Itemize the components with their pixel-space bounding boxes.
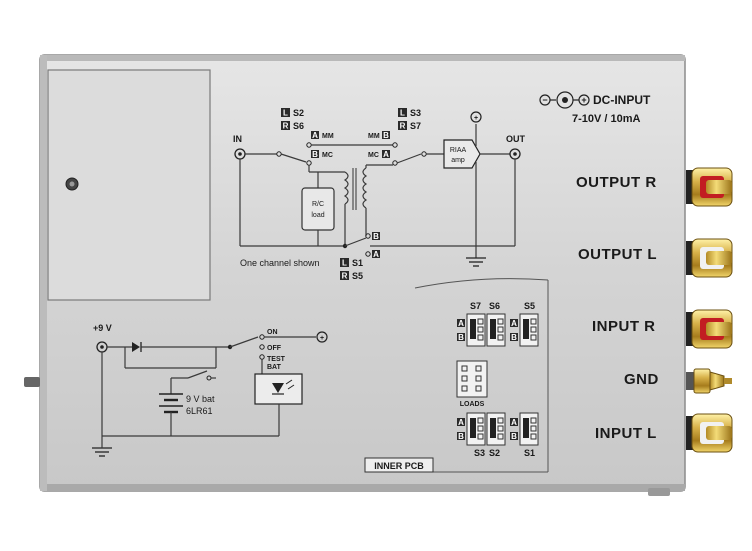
jumper-block-s2[interactable]	[486, 412, 506, 446]
pcb-s5-label: S5	[524, 301, 535, 311]
battery-line1: 9 V bat	[186, 394, 215, 404]
tag-l-s3: L	[400, 109, 405, 118]
pcb-tag-a-top-r: A	[511, 319, 517, 328]
door-screw-head	[69, 181, 75, 187]
input-l-label: INPUT L	[595, 425, 657, 442]
foot-right	[648, 488, 670, 496]
s3-label: S3	[410, 108, 421, 118]
riaa-supply-plus: +	[474, 115, 478, 122]
rc-load-line2: load	[311, 212, 324, 219]
dc-input-spec: 7-10V / 10mA	[572, 113, 641, 125]
inner-pcb-label: INNER PCB	[374, 461, 424, 471]
tag-b-mm-right: B	[383, 131, 389, 140]
jumper-block-s3[interactable]	[466, 412, 486, 446]
pcb-tag-b-top-r: B	[511, 333, 517, 342]
battery-line2: 6LR61	[186, 406, 213, 416]
tag-a-mm-left: A	[312, 131, 318, 140]
tag-b-mc-left: B	[312, 150, 318, 159]
tag-l-s1: L	[342, 259, 347, 268]
switch-off-label: OFF	[267, 345, 282, 352]
pcb-tag-b-bot: B	[458, 432, 464, 441]
gnd-terminal[interactable]	[686, 368, 732, 394]
mm-left-label: MM	[322, 133, 334, 140]
one-channel-label: One channel shown	[240, 258, 320, 268]
schematic-in-label: IN	[233, 134, 242, 144]
tag-l-s2: L	[283, 109, 288, 118]
output-r-jack[interactable]	[686, 167, 733, 207]
pcb-s6-label: S6	[489, 301, 500, 311]
pcb-tag-b-top: B	[458, 333, 464, 342]
s7-label: S7	[410, 121, 421, 131]
output-r-label: OUTPUT R	[576, 174, 657, 191]
pcb-s1-label: S1	[524, 448, 535, 458]
schematic-out-label: OUT	[506, 134, 526, 144]
output-l-label: OUTPUT L	[578, 246, 657, 263]
pcb-s2-label: S2	[489, 448, 500, 458]
pcb-tag-a-bot-r: A	[511, 418, 517, 427]
pcb-tag-a-top: A	[458, 319, 464, 328]
jumper-block-loads[interactable]	[456, 360, 488, 398]
loads-label: LOADS	[460, 401, 485, 408]
tag-r-s5: R	[342, 272, 348, 281]
output-l-jack[interactable]	[686, 238, 733, 278]
inner-pcb-area: INNER PCB S7 S6 S5 A B A B	[364, 278, 549, 473]
dc-input-polarity-icon: − +	[539, 91, 590, 109]
polarity-plus: +	[581, 95, 586, 105]
phono-schematic: IN A MM B MC MM B MC A L S2 R S6 L S3 R …	[233, 108, 526, 281]
jumper-block-s1[interactable]	[519, 412, 539, 446]
riaa-line1: RIAA	[450, 147, 467, 154]
jumper-block-s5[interactable]	[519, 313, 539, 347]
s5-label: S5	[352, 271, 363, 281]
chassis-top-rim	[40, 55, 685, 61]
jumper-block-s7[interactable]	[466, 313, 486, 347]
switch-on-label: ON	[267, 329, 278, 336]
switch-test-label: TEST	[267, 356, 286, 363]
riaa-line2: amp	[451, 157, 465, 164]
s2-label: S2	[293, 108, 304, 118]
dc-input-label: DC-INPUT	[593, 93, 651, 107]
tag-b-s1: B	[373, 232, 379, 241]
input-r-label: INPUT R	[592, 318, 656, 335]
mc-right-label: MC	[368, 152, 379, 159]
mm-right-label: MM	[368, 133, 380, 140]
side-clip	[24, 377, 40, 387]
pcb-s7-label: S7	[470, 301, 481, 311]
pcb-tag-a-bot: A	[458, 418, 464, 427]
tag-r-s7: R	[400, 122, 406, 131]
battery-schematic: +9 V 9 V bat 6LR61 ON	[92, 323, 328, 457]
input-r-jack[interactable]	[686, 309, 733, 349]
chassis-left-rim	[40, 55, 47, 491]
chassis-bottom-rim	[40, 484, 685, 491]
s6-label: S6	[293, 121, 304, 131]
tag-a-s1: A	[373, 250, 379, 259]
tag-r-s6: R	[283, 122, 289, 131]
pcb-s3-label: S3	[474, 448, 485, 458]
pcb-tag-b-bot-r: B	[511, 432, 517, 441]
input-l-jack[interactable]	[686, 413, 733, 453]
jumper-block-s6[interactable]	[486, 313, 506, 347]
plus9v-label: +9 V	[93, 323, 112, 333]
mc-left-label: MC	[322, 152, 333, 159]
supply-plus: +	[320, 335, 324, 342]
tag-a-mc-right: A	[383, 150, 389, 159]
switch-bat-label: BAT	[267, 364, 282, 371]
rc-load-line1: R/C	[312, 201, 324, 208]
polarity-minus: −	[542, 95, 547, 105]
s1-label: S1	[352, 258, 363, 268]
gnd-label: GND	[624, 371, 659, 388]
